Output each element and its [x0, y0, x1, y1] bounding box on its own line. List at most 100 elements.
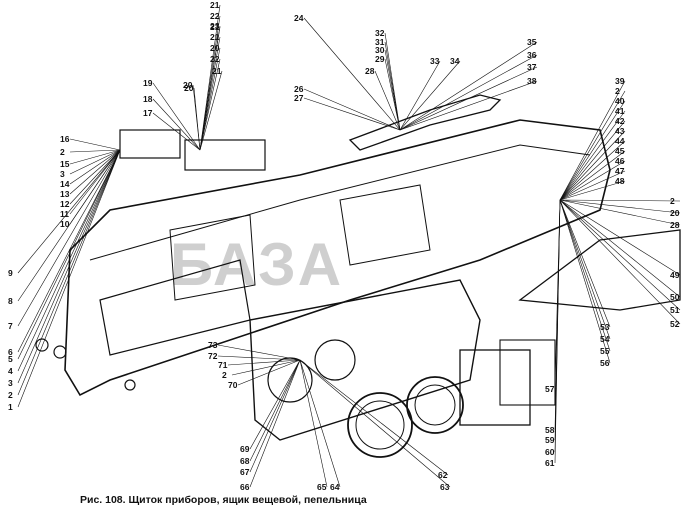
leader-line [559, 80, 626, 201]
leader-line [69, 149, 121, 185]
leader-line [17, 149, 121, 408]
callout-number: 2 [8, 390, 13, 400]
leader-line [17, 149, 121, 353]
callout-number: 28 [670, 220, 680, 230]
callout-number: 21 [210, 22, 220, 32]
callout-number: 55 [600, 346, 610, 356]
callout-number: 6 [8, 347, 13, 357]
callout-number: 36 [527, 50, 537, 60]
leader-line [152, 112, 201, 151]
callout-number: 32 [375, 28, 385, 38]
callout-number: 30 [375, 45, 385, 55]
leader-line [559, 199, 681, 298]
leader-line [559, 199, 681, 311]
leader-line [69, 149, 121, 195]
callout-number: 21 [212, 66, 222, 76]
watermark: БАЗА [170, 231, 343, 298]
leader-line [559, 150, 626, 201]
callout-number: 41 [615, 106, 625, 116]
callout-number: 38 [527, 76, 537, 86]
callout-number: 19 [143, 78, 153, 88]
labels-right: 3924041424344454647482202849505152535455… [545, 76, 681, 468]
callout-number: 3 [8, 378, 13, 388]
callout-number: 35 [527, 37, 537, 47]
callout-number: 26 [294, 84, 304, 94]
leader-line [69, 149, 121, 205]
leader-line [559, 120, 626, 201]
leader-line [217, 355, 301, 361]
callout-number: 21 [210, 32, 220, 42]
leader-line [554, 199, 561, 464]
callout-number: 11 [60, 209, 69, 219]
callout-number: 58 [545, 425, 555, 435]
leader-line [17, 149, 121, 274]
callout-number: 59 [545, 435, 555, 445]
leader-line [17, 149, 121, 327]
callout-number: 34 [450, 56, 460, 66]
callout-number: 2 [60, 147, 65, 157]
leader-line [217, 344, 301, 361]
leader-line [559, 199, 611, 352]
callout-number: 47 [615, 166, 625, 176]
leader-line [249, 359, 301, 462]
callout-number: 29 [375, 54, 385, 64]
leader-line [374, 70, 401, 131]
callout-number: 71 [218, 360, 228, 370]
callout-number: 13 [60, 189, 70, 199]
callout-number: 7 [8, 321, 13, 331]
callout-number: 43 [615, 126, 625, 136]
leader-line [303, 17, 401, 131]
callout-number: 49 [670, 270, 680, 280]
callout-number: 42 [615, 116, 625, 126]
callout-number: 37 [527, 62, 537, 72]
callout-number: 39 [615, 76, 625, 86]
callout-number: 12 [60, 199, 70, 209]
leader-line [17, 149, 121, 396]
callout-number: 9 [8, 268, 13, 278]
leader-line [559, 140, 626, 201]
leader-line [559, 199, 611, 328]
callout-number: 68 [240, 456, 250, 466]
tachometer-gauge [406, 376, 464, 434]
callout-number: 65 [317, 482, 327, 492]
callout-number: 56 [600, 358, 610, 368]
leader-line [384, 32, 401, 131]
leader-line [559, 90, 626, 201]
callout-number: 20 [184, 83, 194, 93]
callout-number: 31 [375, 37, 385, 47]
leader-line [299, 359, 328, 488]
callout-number: 18 [143, 94, 153, 104]
leader-line [17, 149, 121, 384]
leader-line [69, 149, 121, 153]
callout-number: 22 [210, 11, 220, 21]
leader-line [152, 82, 201, 151]
callout-number: 40 [615, 96, 625, 106]
callout-number: 3 [60, 169, 65, 179]
leader-line [199, 58, 221, 151]
callout-number: 60 [545, 447, 555, 457]
callout-number: 61 [545, 458, 555, 468]
leader-line [249, 359, 301, 473]
leader-line [193, 87, 201, 151]
leader-line [399, 41, 538, 131]
leader-line [227, 359, 301, 366]
leader-line [399, 80, 538, 131]
callout-number: 20 [210, 43, 220, 53]
callout-number: 2 [222, 370, 227, 380]
leader-line [559, 160, 626, 201]
leader-line [249, 359, 301, 450]
callout-number: 20 [183, 80, 193, 90]
switch-panel [459, 349, 531, 426]
callout-number: 63 [440, 482, 450, 492]
fuse-block [184, 139, 266, 171]
callout-number: 16 [60, 134, 70, 144]
leader-line [559, 199, 611, 340]
leader-line [559, 199, 681, 214]
callout-number: 57 [545, 384, 555, 394]
callout-number: 45 [615, 146, 625, 156]
callout-number: 54 [600, 334, 610, 344]
callout-number: 73 [208, 340, 218, 350]
mounting-bracket [348, 94, 502, 151]
leader-line [559, 199, 611, 364]
